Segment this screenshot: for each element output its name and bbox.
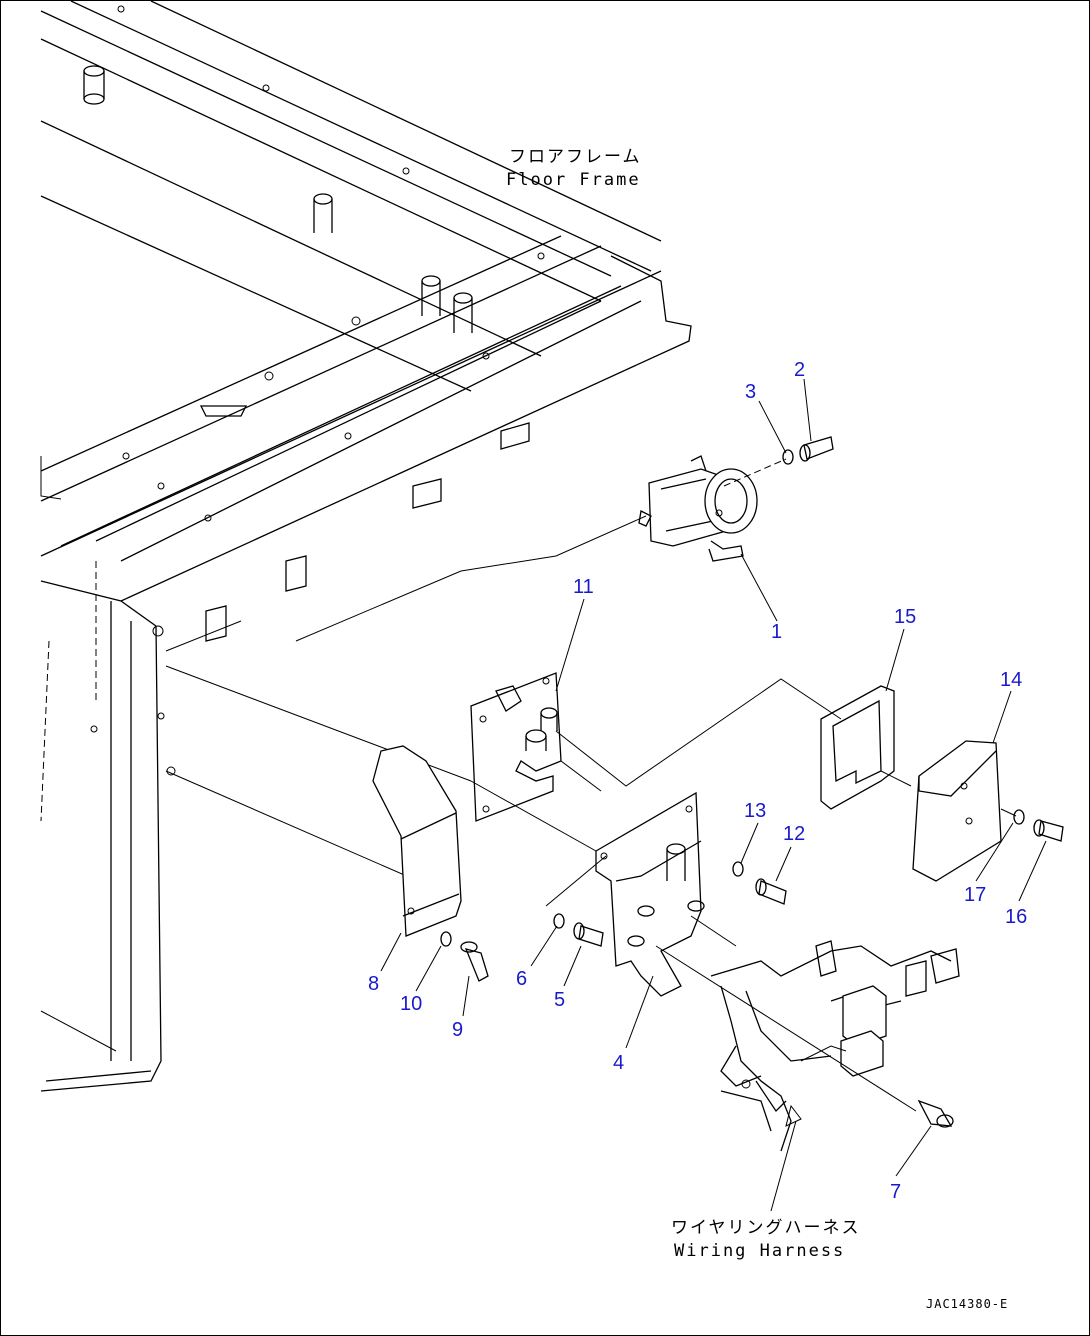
part-17-washer <box>1013 809 1025 825</box>
part-2-bolt <box>799 436 834 462</box>
part-5-bolt <box>573 922 604 947</box>
part-15-gasket <box>820 685 895 810</box>
part-6-washer <box>553 913 565 929</box>
part-14-controller <box>912 740 1002 882</box>
callout-4: 4 <box>613 1052 624 1074</box>
callout-5: 5 <box>554 989 565 1011</box>
floor-frame <box>40 1 692 1092</box>
floor-frame-label-jp: フロアフレーム <box>509 147 642 167</box>
callout-11: 11 <box>573 576 594 598</box>
callout-3: 3 <box>745 381 756 403</box>
drawing-code: JAC14380-E <box>926 1297 1008 1311</box>
part-16-bolt <box>1033 819 1064 842</box>
part-10-washer <box>440 931 452 947</box>
harness-label-en: Wiring Harness <box>674 1241 845 1261</box>
leader-lines <box>380 378 1047 1212</box>
part-1-actuator <box>638 455 758 562</box>
assembly-lines <box>295 515 1017 1112</box>
callout-15: 15 <box>894 606 916 628</box>
floor-frame-label-en: Floor Frame <box>506 170 641 190</box>
callout-9: 9 <box>452 1019 463 1041</box>
part-12-bolt <box>755 878 787 905</box>
callout-12: 12 <box>783 823 805 845</box>
callout-2: 2 <box>794 359 805 381</box>
callout-14: 14 <box>1000 669 1022 691</box>
callout-6: 6 <box>516 968 527 990</box>
part-7-bolt <box>917 1099 954 1128</box>
callout-13: 13 <box>744 800 766 822</box>
part-3-washer <box>782 449 794 465</box>
callout-10: 10 <box>400 993 422 1015</box>
callout-1: 1 <box>771 621 782 643</box>
harness-label-jp: ワイヤリングハーネス <box>671 1218 861 1238</box>
part-13-washer <box>732 861 744 877</box>
callout-8: 8 <box>368 973 379 995</box>
part-8-flap <box>372 745 462 937</box>
part-4-mount-bracket <box>595 791 705 997</box>
callout-16: 16 <box>1005 906 1027 928</box>
part-11-bracket <box>470 672 562 822</box>
wiring-harness <box>710 940 960 1152</box>
part-9-bolt <box>460 941 489 982</box>
callout-7: 7 <box>890 1181 901 1203</box>
callout-17: 17 <box>964 884 986 906</box>
